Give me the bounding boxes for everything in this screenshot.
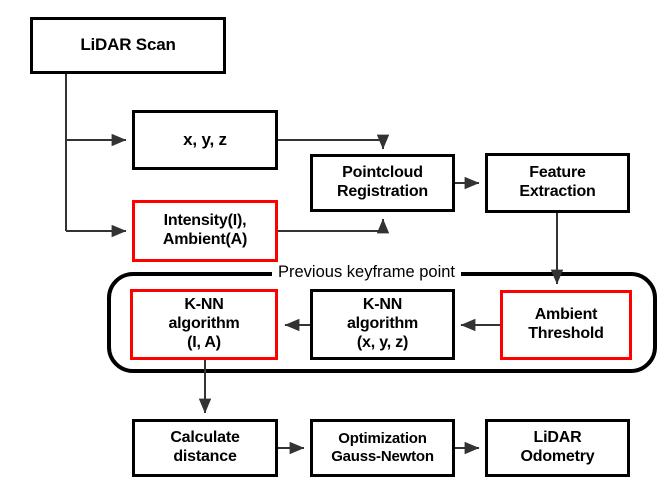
node-knn-intensity-ambient[interactable]: K-NN algorithm (I, A) [130,289,278,360]
node-lidar-scan[interactable]: LiDAR Scan [30,17,226,74]
group-previous-keyframe-label: Previous keyframe point [272,264,461,281]
edge-intensity-to-registration [278,218,390,234]
node-lidar-odometry[interactable]: LiDAR Odometry [485,419,630,477]
node-ambient-threshold[interactable]: Ambient Threshold [500,290,632,360]
node-intensity-ambient[interactable]: Intensity(I), Ambient(A) [132,200,278,262]
node-knn-xyz[interactable]: K-NN algorithm (x, y, z) [310,289,455,360]
node-feature-extraction[interactable]: Feature Extraction [485,153,630,213]
edge-xyz-to-registration [278,134,390,150]
node-pointcloud-registration[interactable]: Pointcloud Registration [310,154,455,212]
node-xyz[interactable]: x, y, z [132,110,278,170]
node-optimization-gauss-newton[interactable]: Optimization Gauss-Newton [310,419,455,477]
node-calculate-distance[interactable]: Calculate distance [132,419,278,477]
